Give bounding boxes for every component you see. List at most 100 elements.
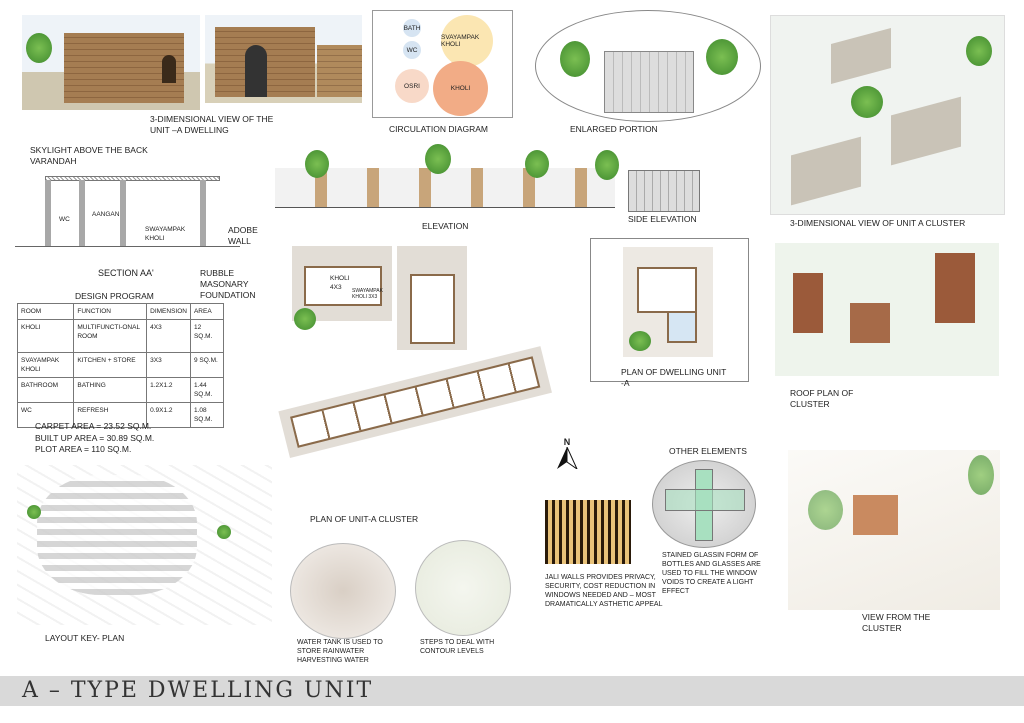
skylight-label: SKYLIGHT ABOVE THE BACK VARANDAH [30,145,148,166]
tree-icon [851,86,883,118]
cell: BATHROOM [16,377,75,403]
unit-outline [304,266,382,306]
bath-outline [667,311,697,343]
tree-icon [425,144,451,174]
caption-plan-cluster: PLAN OF UNIT-A CLUSTER [310,514,419,524]
table-row: SVAYAMPAK KHOLI KITCHEN + STORE 3X3 9 SQ… [16,352,225,378]
hut-sketch [853,495,898,535]
stone-wall [604,51,694,113]
cell: BATHING [73,377,148,403]
roof-slab [45,176,220,181]
circulation-diagram: SVAYAMPAK KHOLI BATH WC OSRI KHOLI [372,10,513,118]
unit-block [791,136,861,206]
plan-label-kholi: KHOLI 4X3 [330,275,350,291]
enlarged-portion [535,10,761,122]
header-cell: DIMENSION [146,303,191,320]
cell: 1.2X1.2 [146,377,191,403]
caption-elevation: ELEVATION [422,221,469,231]
jali-wall-photo [545,500,631,564]
cell: WC [16,402,75,428]
side-elevation-drawing [595,150,720,212]
section-svayampak-label: SWAYAMPAK KHOLI [145,226,186,242]
roof-block [850,303,890,343]
tree-icon [217,525,231,539]
roof-plan [775,243,999,376]
caption-enlarged: ENLARGED PORTION [570,124,658,134]
built-up-area: BUILT UP AREA = 30.89 SQ.M. [35,432,155,443]
tree-icon [294,308,316,330]
glass-horizontal [665,489,745,511]
3d-unit-view-2 [205,15,362,103]
cell: SVAYAMPAK KHOLI [16,352,75,378]
rubble-foundation-label: RUBBLE MASONARY FOUNDATION [200,268,256,300]
tree-icon [560,41,590,77]
door-opening [162,55,176,83]
tree-icon [27,505,41,519]
cell: KITCHEN + STORE [73,352,148,378]
north-label: N [563,437,571,447]
tree-icon [706,39,738,75]
wall [79,180,85,246]
cell: REFRESH [73,402,148,428]
node-bath: BATH [403,19,421,37]
wall [45,180,51,246]
ground-line [15,246,240,247]
tree-icon [525,150,549,178]
cell: 9 SQ.M. [189,352,225,378]
caption-section: SECTION AA' [98,268,154,278]
plan-unit-box: PLAN OF DWELLING UNIT -A [590,238,749,388]
section-drawing: WC AANGAN SWAYAMPAK KHOLI [15,170,245,255]
tree-icon [595,150,619,180]
adobe-wall [317,45,362,97]
steps-sketch [415,540,511,636]
roof-block [793,273,823,333]
cluster-plan-partial: KHOLI 4X3 SWAYAMPAK KHOLI 3X3 [292,246,467,350]
cell: 3X3 [146,352,191,378]
caption-plan-unit: PLAN OF DWELLING UNIT -A [621,367,727,388]
stained-glass-note: STAINED GLASSIN FORM OF BOTTLES AND GLAS… [662,552,761,595]
other-elements-title: OTHER ELEMENTS [669,446,747,456]
unit-row-outline [290,356,541,448]
tree-icon [966,36,992,66]
caption-roof-plan: ROOF PLAN OF CLUSTER [790,388,854,409]
node-wc: WC [403,41,421,59]
node-kholi: KHOLI [433,61,488,116]
node-svayampak: SVAYAMPAK KHOLI [441,15,493,67]
north-arrow: N [554,437,580,471]
cell: 4X3 [146,319,191,353]
cell: 1.08 SQ.M. [189,402,225,428]
view-from-cluster-sketch [788,450,1000,610]
unit-block [891,96,961,166]
header-cell: AREA [189,303,225,320]
table-row: BATHROOM BATHING 1.2X1.2 1.44 SQ.M. [16,377,225,403]
cell: 0.9X1.2 [146,402,191,428]
caption-circulation: CIRCULATION DIAGRAM [389,124,489,134]
water-tank-sketch [290,543,396,639]
north-arrow-icon [557,446,579,471]
design-program-title: DESIGN PROGRAM [75,291,154,301]
cell: MULTIFUNCTI-ONAL ROOM [73,319,148,353]
table-row: WC REFRESH 0.9X1.2 1.08 SQ.M. [16,402,225,428]
design-program-table: ROOM FUNCTION DIMENSION AREA KHOLI MULTI… [16,303,225,428]
tree-icon [26,33,52,63]
elevation-drawing [275,144,615,212]
tree-icon [305,150,329,178]
stone-wall [628,170,700,212]
3d-unit-view-1 [22,15,200,110]
plan-label-svayampak: SWAYAMPAK KHOLI 3X3 [352,288,383,300]
section-aangan-label: AANGAN [92,211,120,218]
header-cell: FUNCTION [73,303,148,320]
unit-outline [637,267,697,313]
area-summary: CARPET AREA = 23.52 SQ.M. BUILT UP AREA … [35,421,154,456]
table-row: KHOLI MULTIFUNCTI-ONAL ROOM 4X3 12 SQ.M. [16,319,225,353]
water-tank-note: WATER TANK IS USED TO STORE RAINWATER HA… [297,639,383,664]
settlement-area [37,475,197,595]
unit-block [831,27,891,85]
cell: KHOLI [16,319,75,353]
section-wc-label: WC [59,216,70,223]
sheet-title: A – TYPE DWELLING UNIT [22,678,374,703]
tree-icon [808,490,843,530]
unit-outline [410,274,455,344]
plot-area-text: PLOT AREA = 110 SQ.M. [35,444,132,454]
caption-3d-unit: 3-DIMENSIONAL VIEW OF THE UNIT –A DWELLI… [150,114,274,135]
